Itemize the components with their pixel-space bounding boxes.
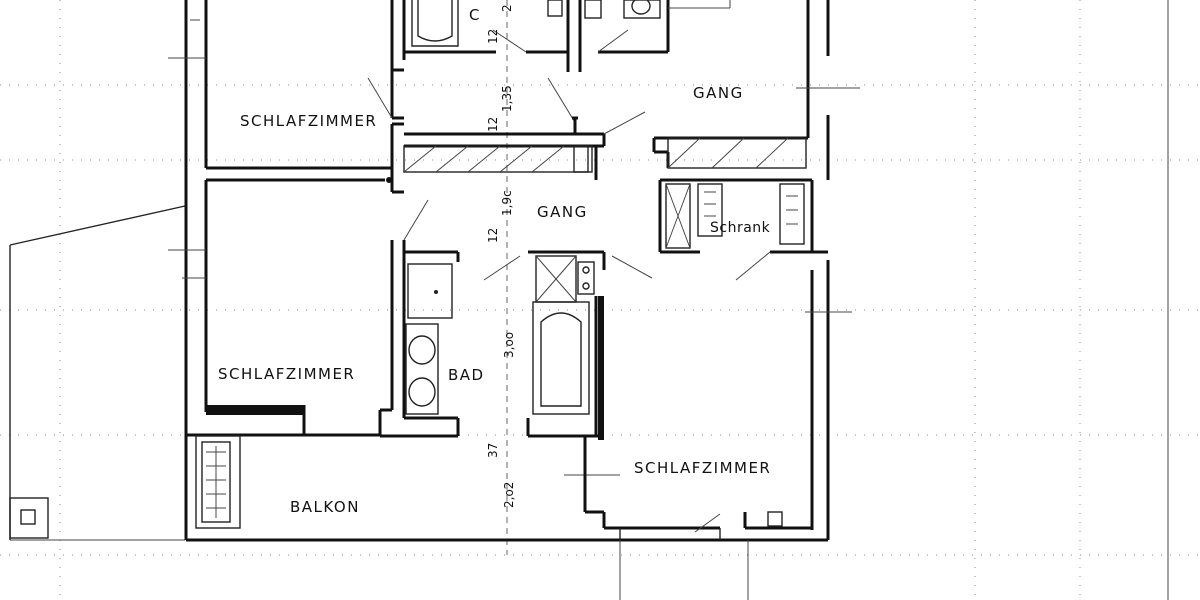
- room-labels: SCHLAFZIMMER SCHLAFZIMMER SCHLAFZIMMER G…: [218, 6, 771, 516]
- dim-top-2: 2: [500, 4, 514, 12]
- dim-37: 37: [486, 443, 500, 458]
- dim-1-90: 1,9c: [500, 190, 514, 216]
- dim-12-a: 12: [486, 29, 500, 44]
- label-closet: Schrank: [710, 220, 771, 236]
- label-hallway-middle: GANG: [537, 203, 588, 221]
- bathroom: [380, 240, 606, 440]
- bedroom-top-left: [206, 70, 404, 192]
- label-hallway-top: GANG: [693, 84, 744, 102]
- dim-3-00: 3,oo: [502, 332, 516, 358]
- dim-1-35: 1,35: [500, 85, 514, 112]
- label-bathroom: BAD: [448, 366, 485, 384]
- hallway-walls: [392, 77, 828, 281]
- balcony: [195, 435, 620, 529]
- outer-terrace: [9, 205, 186, 541]
- dim-2-02: 2,o2: [502, 482, 516, 508]
- label-bedroom-left: SCHLAFZIMMER: [218, 365, 355, 383]
- label-partial-top: C: [469, 6, 481, 24]
- dimension-labels: 2 12 1,35 12 1,9c 12 3,oo 37 2,o2: [486, 4, 516, 508]
- label-balcony: BALKON: [290, 498, 360, 516]
- label-bedroom-top-left: SCHLAFZIMMER: [240, 112, 377, 130]
- label-bedroom-bottom-right: SCHLAFZIMMER: [634, 459, 771, 477]
- dim-12-c: 12: [486, 228, 500, 243]
- bedroom-left: [206, 177, 429, 435]
- top-partial-rooms: [390, 0, 731, 72]
- outer-walls: [168, 0, 860, 542]
- dim-12-b: 12: [486, 117, 500, 132]
- bedroom-bottom-right: [602, 511, 812, 600]
